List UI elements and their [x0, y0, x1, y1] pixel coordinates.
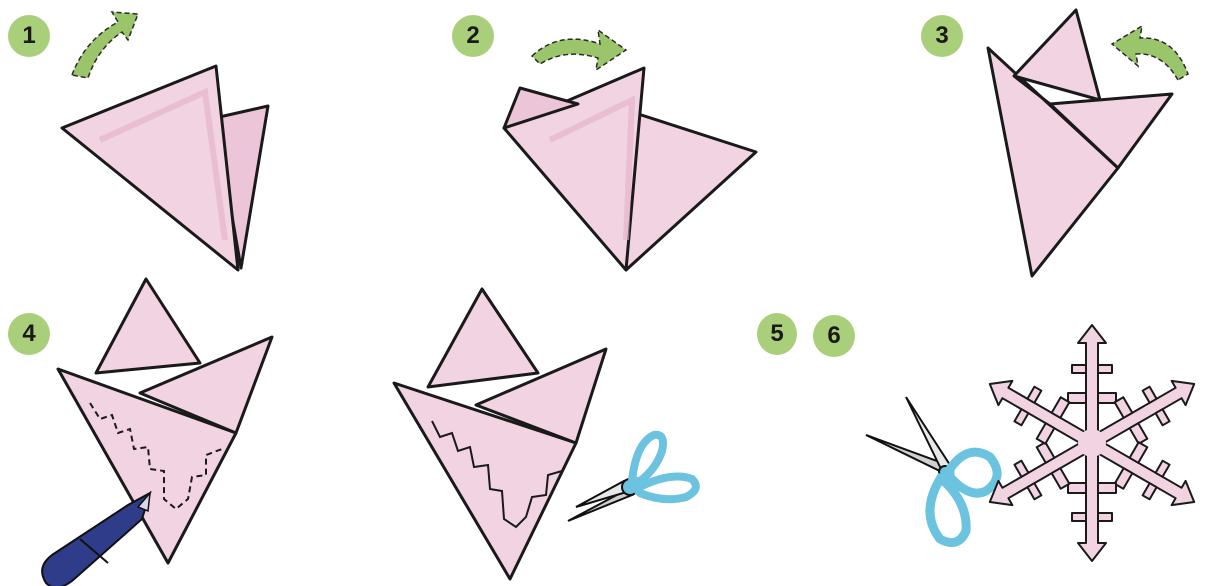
step-1-illustration [0, 0, 400, 293]
pen-icon [42, 493, 150, 586]
paper-snowflake-icon [978, 325, 1206, 561]
step-2-panel: 2 [400, 0, 800, 293]
step-4-illustration [0, 293, 400, 586]
folded-paper-triangle [62, 66, 268, 270]
folded-paper-triangle [58, 279, 272, 563]
step-5-panel: 5 [400, 293, 800, 586]
step-6-panel: 6 [800, 293, 1211, 586]
step-1-panel: 1 [0, 0, 400, 293]
folded-paper-triangle [394, 289, 606, 579]
curved-arrow-icon [532, 30, 626, 70]
step-3-illustration [800, 0, 1211, 293]
scissors-icon [568, 435, 696, 521]
step-4-panel: 4 [0, 293, 400, 586]
curved-arrow-icon [72, 12, 138, 78]
step-2-illustration [400, 0, 800, 293]
step-6-illustration [800, 293, 1211, 586]
curved-arrow-icon [1112, 26, 1188, 80]
scissors-icon [866, 397, 997, 543]
step-5-illustration [400, 293, 800, 586]
step-3-panel: 3 [800, 0, 1211, 293]
folded-paper-triangle [504, 68, 756, 270]
